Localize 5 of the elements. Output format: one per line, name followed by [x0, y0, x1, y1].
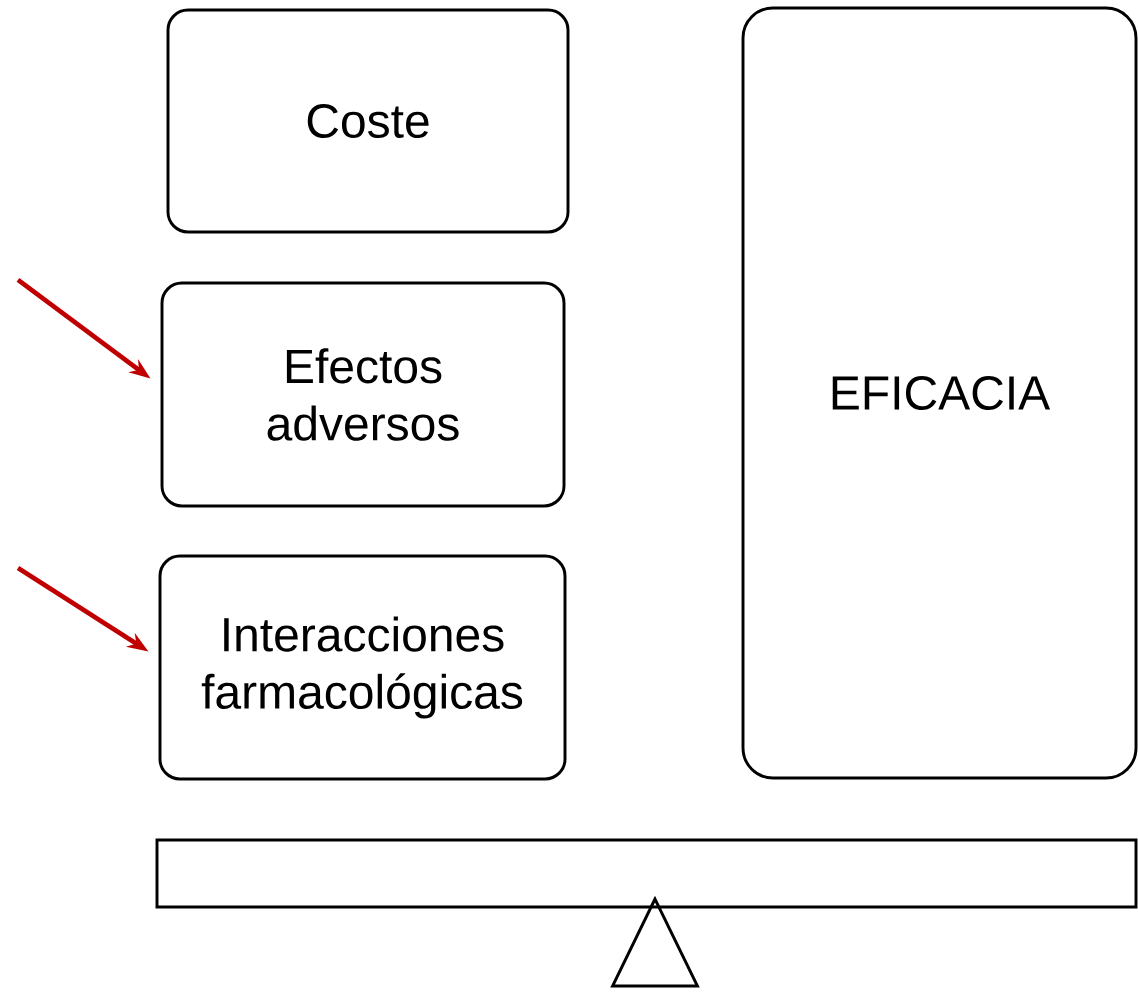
balance-beam [155, 838, 1138, 909]
text-box: Efectos adversos [160, 281, 566, 508]
text-box: Interacciones farmacológicas [158, 554, 567, 781]
text-box: EFICACIA [741, 6, 1138, 780]
text-box: Coste [166, 8, 570, 234]
